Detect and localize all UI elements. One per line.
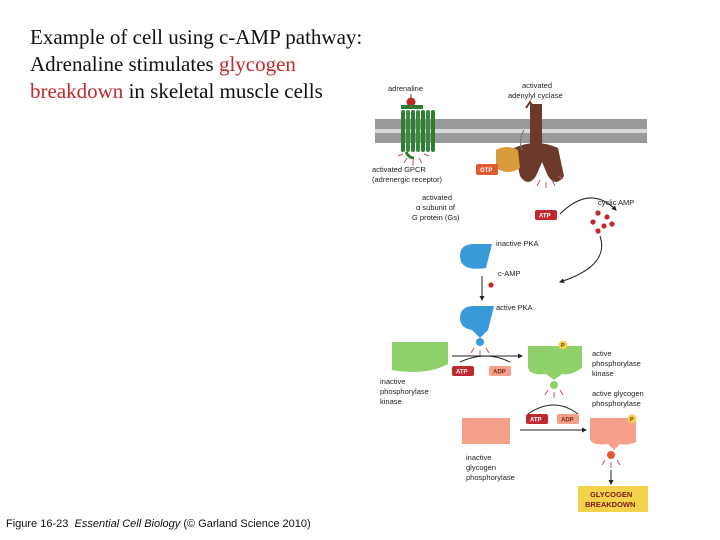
title-line-2: Adrenaline stimulates (30, 52, 219, 76)
active-glycogen-phosphorylase-icon (590, 418, 636, 459)
adenylyl-cyclase-label-line-1: activated (522, 81, 552, 90)
active-kinase-label-line-3: kinase (592, 369, 614, 378)
atp-to-camp-arrow (559, 197, 617, 215)
glycogen-label-line-2: BREAKDOWN (585, 500, 635, 509)
active-pka-label: active PKA (496, 303, 533, 312)
camp-label: c-AMP (498, 269, 521, 278)
glycogen-breakdown-box (578, 486, 648, 512)
atp-pill-2: ATP (452, 366, 474, 376)
atp-pill-1: ATP (535, 210, 557, 220)
svg-text:P: P (630, 417, 634, 423)
inactive-glycogen-phosphorylase-icon (462, 418, 510, 444)
kinase-burst-icon (544, 389, 564, 398)
svg-text:ADP: ADP (561, 418, 574, 424)
active-kinase-label-line-2: phosphorylase (592, 359, 641, 368)
title-highlight-breakdown: breakdown (30, 79, 124, 103)
inactive-kinase-label-line-2: phosphorylase (380, 387, 429, 396)
cyclic-amp-label: cyclic AMP (598, 198, 634, 207)
g-alpha-label-line-3: G protein (Gs) (412, 213, 460, 222)
phosphate-tag-1: P (558, 340, 568, 350)
camp-to-pka-arrow (559, 235, 602, 284)
active-phosphorylase-label-line-2: phosphorylase (592, 399, 641, 408)
cyclic-amp-dots-icon (590, 210, 615, 234)
camp-dot-icon (488, 282, 494, 288)
figure-caption: Figure 16-23 Essential Cell Biology (© G… (6, 518, 311, 530)
adenylyl-cyclase-label-line-2: adenylyl cyclase (508, 91, 563, 100)
active-pka-icon (460, 306, 494, 346)
g-protein-alpha-icon (476, 147, 520, 175)
adp-pill-2: ADP (557, 414, 579, 424)
caption-book-title: Essential Cell Biology (74, 518, 181, 530)
inactive-pka-label: inactive PKA (496, 239, 539, 248)
inactive-phosphorylase-label-line-2: glycogen (466, 463, 496, 472)
gpcr-receptor-icon (401, 105, 435, 160)
g-alpha-label-line-1: activated (422, 193, 452, 202)
adrenaline-molecule-icon (406, 94, 416, 107)
inactive-pka-icon (460, 244, 492, 269)
title-highlight-glycogen: glycogen (218, 52, 296, 76)
membrane-anchor (519, 129, 525, 151)
atp-adp-arrow-2 (527, 404, 579, 415)
gtp-label: GTP (480, 168, 492, 174)
active-kinase-label-line-1: active (592, 349, 612, 358)
title-line-1: Example of cell using c-AMP pathway: (30, 25, 363, 49)
svg-text:ADP: ADP (493, 370, 506, 376)
inactive-kinase-label-line-3: kinase (380, 397, 402, 406)
pka-burst-icon (470, 347, 490, 356)
inactive-phosphorylase-label-line-3: phosphorylase (466, 473, 515, 482)
adp-pill-1: ADP (489, 366, 511, 376)
svg-text:ATP: ATP (456, 370, 468, 376)
gpcr-activation-burst-icon (397, 153, 430, 166)
cyclase-burst-icon (536, 175, 564, 188)
inactive-phosphorylase-label-line-1: inactive (466, 453, 491, 462)
slide-title: Example of cell using c-AMP pathway: Adr… (30, 24, 370, 105)
phosphate-tag-2: P (627, 414, 637, 424)
inactive-kinase-label-line-1: inactive (380, 377, 405, 386)
g-alpha-label-line-2: α subunit of (416, 203, 456, 212)
caption-credit: (© Garland Science 2010) (183, 518, 311, 530)
atp-adp-arrow-1 (459, 355, 511, 363)
inactive-phosphorylase-kinase-icon (392, 342, 448, 372)
atp-pill-3: ATP (526, 414, 548, 424)
svg-text:ATP: ATP (530, 418, 542, 424)
active-phosphorylase-kinase-icon (528, 346, 582, 389)
phosphorylase-burst-icon (601, 459, 621, 468)
active-phosphorylase-label-line-1: active glycogen (592, 389, 644, 398)
svg-text:P: P (561, 343, 565, 349)
caption-figure-number: Figure 16-23 (6, 518, 69, 530)
svg-text:ATP: ATP (539, 214, 551, 220)
cell-membrane (375, 119, 647, 143)
adrenaline-label: adrenaline (388, 84, 423, 93)
title-line-3: in skeletal muscle cells (123, 79, 323, 103)
gpcr-label-line-2: (adrenergic receptor) (372, 175, 443, 184)
gpcr-label-line-1: activated GPCR (372, 165, 426, 174)
adenylyl-cyclase-icon (514, 100, 564, 182)
glycogen-label-line-1: GLYCOGEN (590, 490, 632, 499)
